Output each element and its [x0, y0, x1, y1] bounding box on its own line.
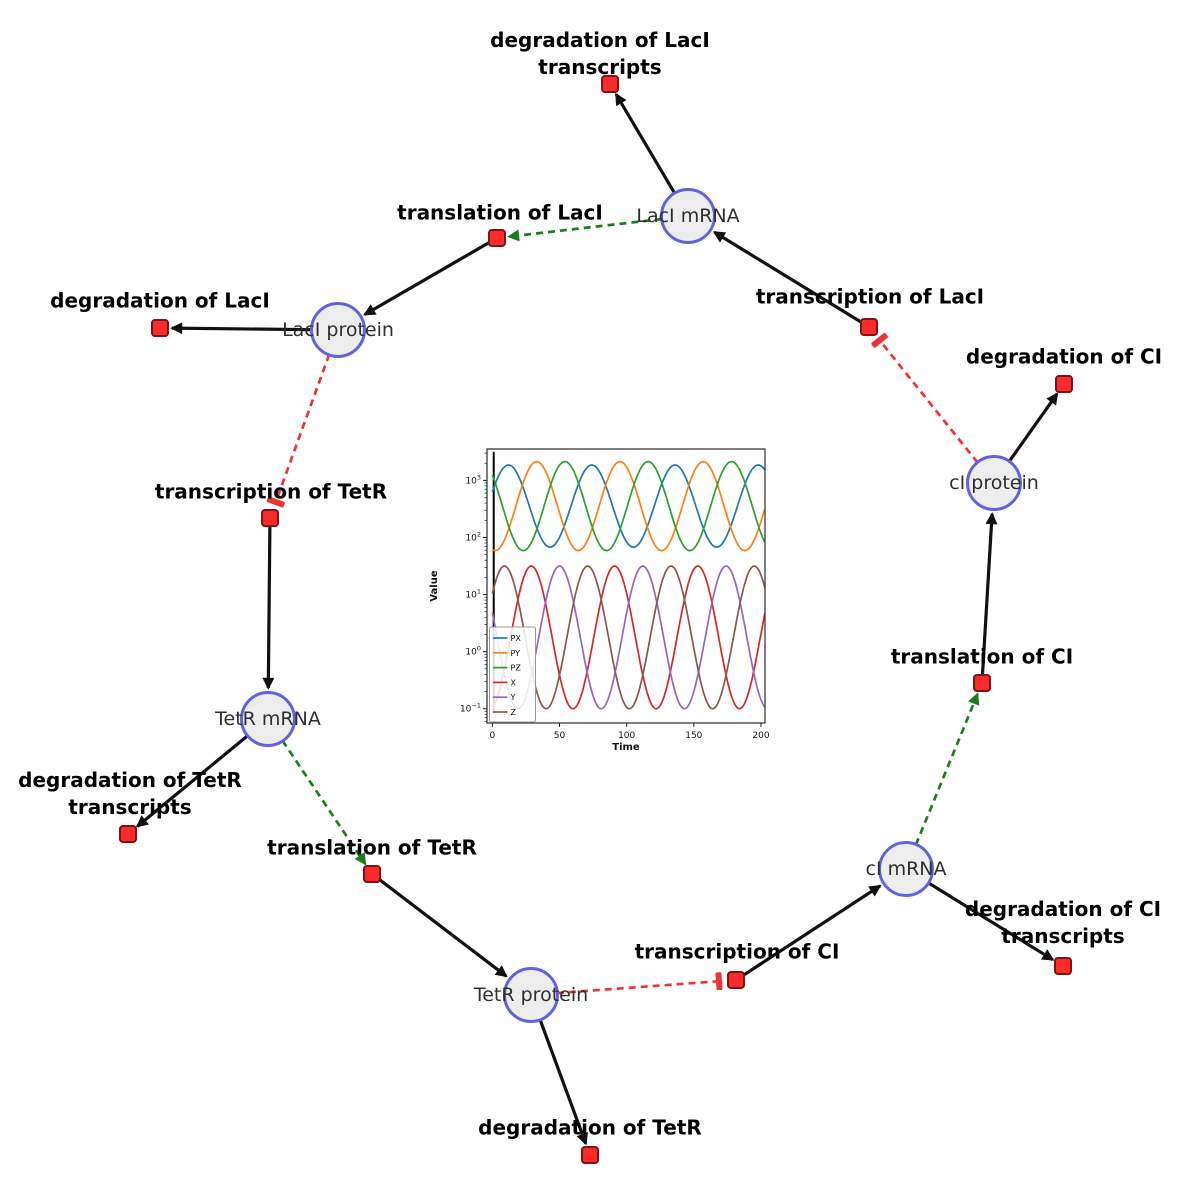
- edge-production--translation-of-tetr--tetr-protein: [376, 876, 508, 978]
- x-tick-label: 100: [618, 731, 635, 741]
- edge-production--transcription-of-ci--ci-mrna: [741, 884, 882, 978]
- y-axis-label: Value: [429, 570, 440, 601]
- y-tick-label: 103: [465, 473, 481, 486]
- edge-production--translation-of-ci--ci-protein: [980, 512, 998, 677]
- legend-label-Y: Y: [510, 693, 516, 702]
- y-tick-exponent: −1: [471, 702, 481, 710]
- y-tick-label: 10−1: [460, 702, 481, 715]
- x-axis-label: Time: [612, 742, 640, 753]
- edge-consumption--tetr-mrna--degradation-of-tetr-transcripts: [135, 734, 249, 828]
- y-tick-label: 101: [465, 588, 481, 601]
- legend-label-PX: PX: [511, 634, 522, 643]
- y-tick-exponent: 3: [477, 473, 481, 481]
- edge-consumption--ci-mrna--degradation-of-ci-transcripts: [927, 881, 1055, 962]
- edge-inhibition--laci-protein--transcription-of-tetr: [266, 353, 331, 508]
- x-tick-label: 200: [752, 731, 769, 741]
- series-group: [491, 460, 765, 710]
- series-Z: [491, 565, 765, 710]
- edge-consumption--laci-protein--degradation-of-laci: [170, 322, 313, 335]
- y-tick-exponent: 0: [477, 645, 481, 653]
- legend-label-X: X: [511, 678, 517, 687]
- x-tick-label: 50: [554, 731, 566, 741]
- legend-label-PZ: PZ: [511, 664, 522, 673]
- edge-production--translation-of-laci--laci-protein: [363, 240, 492, 316]
- edge-consumption--tetr-protein--degradation-of-tetr: [538, 1018, 588, 1146]
- edge-layer: [135, 92, 1059, 1146]
- edge-modifier--tetr-mrna--translation-of-tetr: [281, 739, 367, 866]
- y-tick-label: 100: [465, 645, 481, 658]
- edge-inhibition--tetr-protein--transcription-of-ci: [556, 972, 723, 995]
- edge-consumption--laci-mrna--degradation-of-laci-transcripts: [614, 92, 677, 195]
- edge-inhibition--ci-protein--transcription-of-laci: [871, 332, 979, 464]
- y-tick-exponent: 2: [477, 530, 481, 538]
- x-tick-label: 150: [685, 731, 702, 741]
- edge-production--transcription-of-laci--laci-mrna: [712, 230, 864, 325]
- legend-label-PY: PY: [511, 649, 521, 658]
- y-tick-exponent: 1: [477, 588, 481, 596]
- legend-label-Z: Z: [511, 708, 517, 717]
- edge-consumption--ci-protein--degradation-of-ci: [1007, 392, 1059, 463]
- y-tick-label: 102: [465, 530, 481, 543]
- series-PY: [491, 460, 765, 552]
- edge-production--transcription-of-tetr--tetr-mrna: [262, 524, 275, 690]
- series-PZ: [491, 460, 765, 552]
- edge-modifier--ci-mrna--translation-of-ci: [914, 692, 980, 846]
- legend-box: [489, 626, 536, 723]
- series-PX: [491, 464, 765, 549]
- x-tick-label: 0: [490, 731, 496, 741]
- chart-axes-box: [486, 448, 766, 724]
- edge-modifier--laci-mrna--translation-of-laci: [507, 217, 663, 242]
- series-Y: [491, 565, 765, 710]
